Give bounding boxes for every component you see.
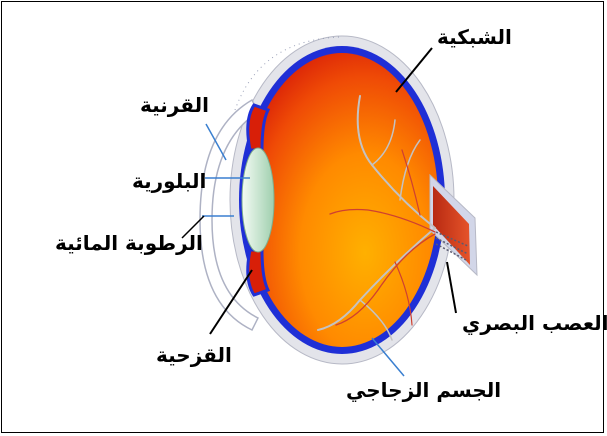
label-cornea: القرنية: [140, 93, 209, 117]
label-optic-nerve: العصب البصري: [462, 311, 607, 336]
label-iris: القزحية: [156, 343, 232, 367]
leader-optic-nerve: [447, 262, 456, 313]
lens: [242, 148, 274, 252]
label-aqueous-humor: الرطوبة المائية: [55, 231, 203, 255]
label-retina: الشبكية: [437, 25, 512, 49]
label-vitreous-body: الجسم الزجاجي: [346, 378, 501, 403]
label-lens: البلورية: [132, 169, 206, 193]
